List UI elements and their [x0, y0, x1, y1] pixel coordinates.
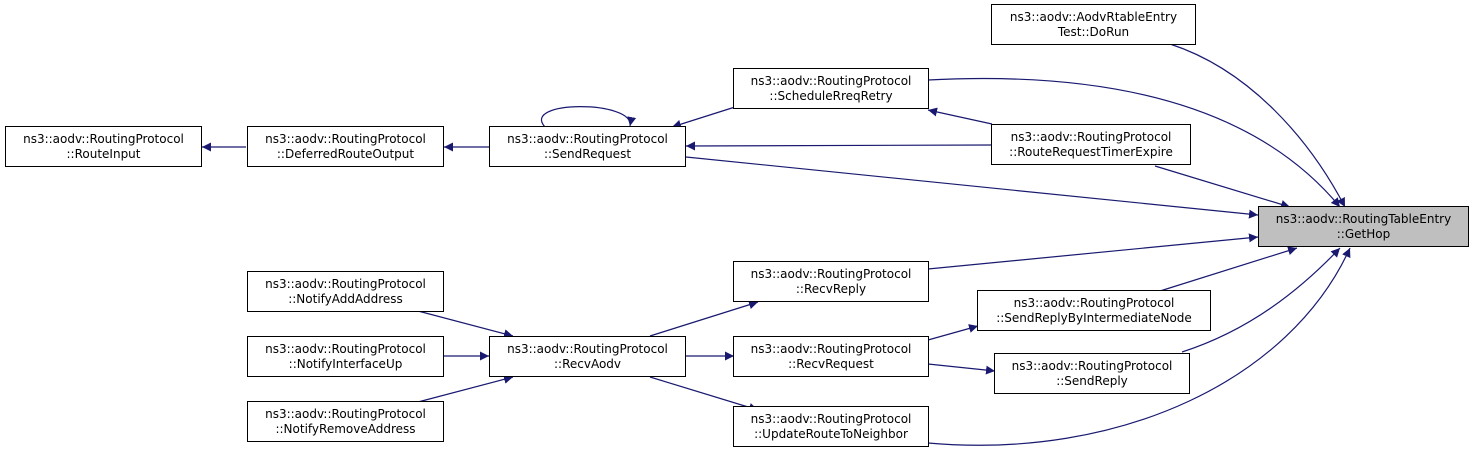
- node-send-reply-line1: ns3::aodv::RoutingProtocol: [1011, 358, 1173, 373]
- node-get-hop-line1: ns3::aodv::RoutingTableEntry: [1275, 211, 1452, 226]
- edge-recv-request-to-send-reply-inter: [927, 324, 979, 341]
- node-route-request-timer-expire-line1: ns3::aodv::RoutingProtocol: [1010, 129, 1172, 144]
- node-send-request-line1: ns3::aodv::RoutingProtocol: [507, 131, 668, 146]
- node-deferred-route-output-line1: ns3::aodv::RoutingProtocol: [265, 131, 426, 146]
- edge-send-request-to-gethop: [685, 156, 1259, 219]
- node-deferred-route-output-line2: ::DeferredRouteOutput: [276, 146, 415, 161]
- node-send-reply-by-intermediate-node[interactable]: ns3::aodv::RoutingProtocol ::SendReplyBy…: [977, 290, 1211, 331]
- node-route-input-line1: ns3::aodv::RoutingProtocol: [23, 131, 184, 146]
- node-recv-request[interactable]: ns3::aodv::RoutingProtocol ::RecvRequest: [733, 336, 929, 377]
- node-recv-aodv-line1: ns3::aodv::RoutingProtocol: [507, 341, 668, 356]
- edge-send-reply-to-gethop: [1181, 247, 1341, 353]
- node-recv-reply-line1: ns3::aodv::RoutingProtocol: [750, 266, 912, 281]
- node-notify-add-address[interactable]: ns3::aodv::RoutingProtocol ::NotifyAddAd…: [247, 271, 444, 312]
- node-route-request-timer-expire[interactable]: ns3::aodv::RoutingProtocol ::RouteReques…: [991, 124, 1191, 165]
- edge-recv-request-to-send-reply: [927, 363, 996, 375]
- node-notify-interface-up-line2: ::NotifyInterfaceUp: [288, 356, 403, 371]
- node-send-reply-by-intermediate-node-line1: ns3::aodv::RoutingProtocol: [1013, 295, 1175, 310]
- node-dorun-line2: Test::DoRun: [1057, 24, 1130, 39]
- node-notify-interface-up-line1: ns3::aodv::RoutingProtocol: [265, 341, 426, 356]
- node-route-input-line2: ::RouteInput: [66, 146, 141, 161]
- node-deferred-route-output[interactable]: ns3::aodv::RoutingProtocol ::DeferredRou…: [247, 126, 444, 167]
- node-route-input[interactable]: ns3::aodv::RoutingProtocol ::RouteInput: [5, 126, 202, 167]
- node-send-request-line2: ::SendRequest: [543, 146, 632, 161]
- edge-recv-aodv-to-update-neighbor: [649, 376, 759, 412]
- edge-recv-reply-to-gethop: [927, 233, 1259, 270]
- node-update-route-to-neighbor[interactable]: ns3::aodv::RoutingProtocol ::UpdateRoute…: [733, 406, 929, 447]
- node-schedule-rreq-retry-line2: ::ScheduleRreqRetry: [769, 88, 893, 103]
- node-send-reply[interactable]: ns3::aodv::RoutingProtocol ::SendReply: [994, 353, 1190, 394]
- edge-schedule-to-send-request: [671, 106, 736, 129]
- edge-update-neighbor-to-gethop: [927, 247, 1351, 446]
- node-schedule-rreq-retry-line1: ns3::aodv::RoutingProtocol: [750, 73, 912, 88]
- edge-dorun-to-gethop: [1169, 43, 1346, 208]
- node-notify-interface-up[interactable]: ns3::aodv::RoutingProtocol ::NotifyInter…: [247, 336, 444, 377]
- node-send-request[interactable]: ns3::aodv::RoutingProtocol ::SendRequest: [489, 126, 686, 167]
- node-send-reply-line2: ::SendReply: [1056, 373, 1128, 388]
- node-recv-aodv-line2: ::RecvAodv: [553, 356, 622, 371]
- node-update-route-to-neighbor-line1: ns3::aodv::RoutingProtocol: [750, 411, 912, 426]
- node-dorun[interactable]: ns3::aodv::AodvRtableEntry Test::DoRun: [991, 4, 1196, 45]
- edge-recv-aodv-to-recv-reply: [649, 300, 759, 337]
- node-dorun-line1: ns3::aodv::AodvRtableEntry: [1009, 9, 1178, 24]
- node-notify-remove-address-line2: ::NotifyRemoveAddress: [275, 421, 416, 436]
- node-send-reply-by-intermediate-node-line2: ::SendReplyByIntermediateNode: [996, 310, 1192, 325]
- edge-timer-expire-to-send-request: [685, 141, 993, 151]
- node-recv-reply[interactable]: ns3::aodv::RoutingProtocol ::RecvReply: [733, 261, 929, 302]
- node-recv-request-line1: ns3::aodv::RoutingProtocol: [750, 341, 912, 356]
- node-update-route-to-neighbor-line2: ::UpdateRouteToNeighbor: [754, 426, 908, 441]
- node-recv-request-line2: ::RecvRequest: [788, 356, 874, 371]
- edge-timer-expire-to-schedule: [927, 107, 993, 125]
- node-recv-aodv[interactable]: ns3::aodv::RoutingProtocol ::RecvAodv: [489, 336, 686, 377]
- edge-notify-remove-to-recv-aodv: [417, 374, 514, 403]
- node-route-request-timer-expire-line2: ::RouteRequestTimerExpire: [1009, 144, 1173, 159]
- node-get-hop[interactable]: ns3::aodv::RoutingTableEntry ::GetHop: [1258, 206, 1469, 247]
- node-notify-remove-address-line1: ns3::aodv::RoutingProtocol: [265, 406, 426, 421]
- node-notify-add-address-line2: ::NotifyAddAddress: [288, 291, 403, 306]
- edge-schedule-to-gethop: [927, 77, 1341, 208]
- edge-timer-expire-to-gethop: [1154, 165, 1291, 209]
- node-recv-reply-line2: ::RecvReply: [795, 281, 867, 296]
- edge-notify-add-to-recv-aodv: [417, 310, 514, 339]
- node-get-hop-line2: ::GetHop: [1336, 226, 1391, 241]
- node-notify-add-address-line1: ns3::aodv::RoutingProtocol: [265, 276, 426, 291]
- edge-send-request-self-loop: [541, 106, 637, 128]
- node-schedule-rreq-retry[interactable]: ns3::aodv::RoutingProtocol ::ScheduleRre…: [733, 68, 929, 109]
- node-notify-remove-address[interactable]: ns3::aodv::RoutingProtocol ::NotifyRemov…: [247, 401, 444, 442]
- edge-send-reply-inter-to-gethop: [1159, 246, 1298, 292]
